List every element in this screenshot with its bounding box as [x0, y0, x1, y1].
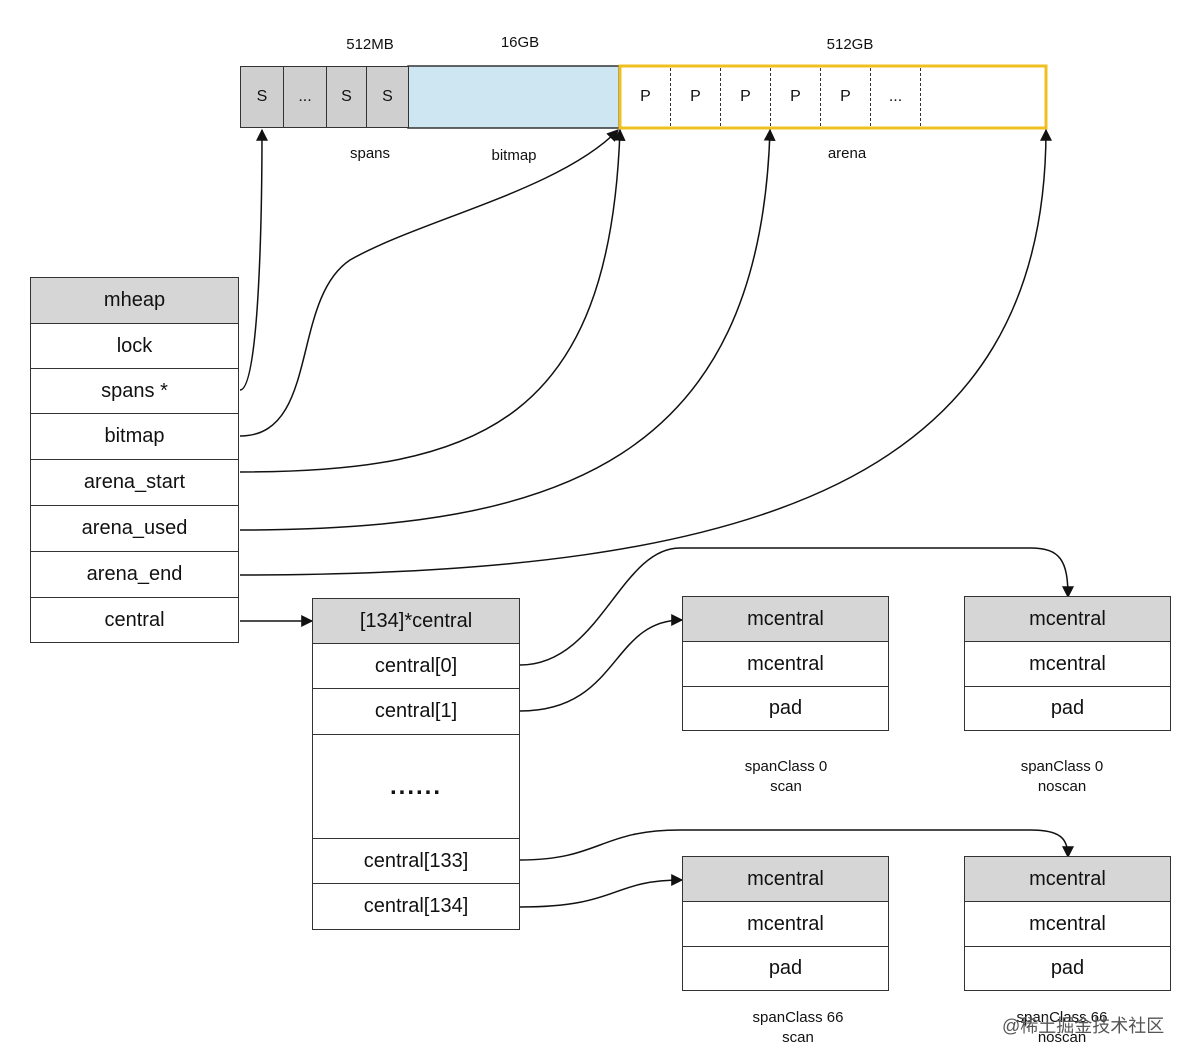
caption-line1: spanClass 0: [1020, 758, 1104, 775]
arena-page-cell: P: [621, 68, 671, 126]
mheap-title: mheap: [30, 277, 239, 324]
arena-page-cell: P: [771, 68, 821, 126]
spans-size-label: 512MB: [346, 36, 394, 53]
mheap-field-spans: spans *: [30, 368, 239, 414]
watermark: @稀土掘金技术社区: [1002, 1016, 1165, 1036]
mcentral-caption: spanClass 0 scan: [686, 757, 886, 797]
mheap-field-lock: lock: [30, 323, 239, 369]
mcentral-title: mcentral: [964, 856, 1171, 902]
spans-label: spans: [349, 145, 391, 162]
arena-page-cell: P: [821, 68, 871, 126]
bitmap-size-label: 16GB: [500, 34, 540, 51]
arena-size-label: 512GB: [826, 36, 874, 53]
central-row: central[134]: [312, 883, 520, 930]
central-row: central[133]: [312, 838, 520, 884]
mcentral-pad: pad: [964, 686, 1171, 731]
arrow-central134: [519, 874, 684, 908]
mcentral-title: mcentral: [964, 596, 1171, 642]
caption-line2: noscan: [1037, 1029, 1087, 1046]
caption-line2: scan: [770, 778, 802, 795]
mheap-field-arena-end: arena_end: [30, 551, 239, 598]
arrow-spans: [239, 128, 268, 391]
caption-line2: noscan: [1037, 778, 1087, 795]
caption-line1: spanClass 66: [1016, 1009, 1108, 1026]
arena-page-cell: ...: [871, 68, 921, 126]
arrow-central0: [519, 547, 1074, 666]
caption-line1: spanClass 0: [744, 758, 828, 775]
bitmap-label: bitmap: [491, 147, 537, 164]
span-cell: ...: [283, 66, 327, 128]
arrow-central1: [519, 614, 684, 712]
mheap-field-arena-start: arena_start: [30, 459, 239, 506]
mcentral-caption: spanClass 0 noscan: [962, 757, 1162, 797]
span-cell: S: [240, 66, 284, 128]
arrow-central133: [519, 829, 1074, 861]
mcentral-field: mcentral: [964, 641, 1171, 687]
arena-page-cell: P: [671, 68, 721, 126]
mcentral-pad: pad: [682, 946, 889, 991]
bitmap-region: [407, 65, 620, 129]
arrow-arena-start: [239, 128, 626, 473]
mcentral-title: mcentral: [682, 856, 889, 902]
span-cell: S: [326, 66, 367, 128]
arena-region: [618, 64, 1048, 130]
arena-page-cell: P: [721, 68, 771, 126]
arrow-bitmap: [239, 129, 619, 437]
span-cell: S: [366, 66, 409, 128]
mheap-field-bitmap: bitmap: [30, 413, 239, 460]
mcentral-field: mcentral: [682, 641, 889, 687]
mcentral-field: mcentral: [682, 901, 889, 947]
arrow-arena-end: [239, 128, 1052, 576]
central-row: central[1]: [312, 688, 520, 735]
mcentral-pad: pad: [964, 946, 1171, 991]
arrow-arena-used: [239, 128, 776, 531]
mcentral-field: mcentral: [964, 901, 1171, 947]
arena-label: arena: [827, 145, 867, 162]
caption-line2: scan: [782, 1029, 814, 1046]
caption-line1: spanClass 66: [752, 1009, 844, 1026]
central-ellipsis: ......: [312, 734, 520, 839]
mcentral-title: mcentral: [682, 596, 889, 642]
mcentral-caption: spanClass 66 scan: [698, 1008, 898, 1048]
mcentral-pad: pad: [682, 686, 889, 731]
mheap-field-central: central: [30, 597, 239, 643]
mheap-field-arena-used: arena_used: [30, 505, 239, 552]
central-array-title: [134]*central: [312, 598, 520, 644]
central-row: central[0]: [312, 643, 520, 689]
mcentral-caption: spanClass 66 noscan: [962, 1008, 1162, 1048]
